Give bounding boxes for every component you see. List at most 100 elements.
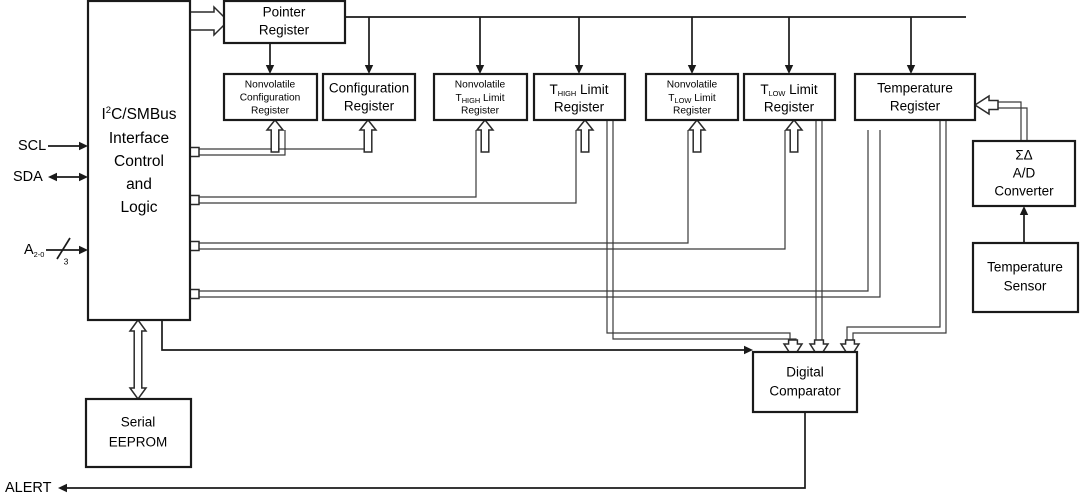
interface-label-line3: Control <box>114 153 164 170</box>
pointer-register-label-line1: Pointer <box>263 5 306 20</box>
serial-eeprom-label-line1: Serial <box>121 415 156 430</box>
digital-comparator-label-line1: Digital <box>786 365 824 380</box>
block-serial-eeprom[interactable]: Serial EEPROM <box>84 397 193 469</box>
block-thigh-limit-register[interactable]: THIGH Limit Register <box>532 72 627 122</box>
sda-arrow-right <box>79 172 88 182</box>
block-sigma-delta-adc[interactable]: ΣΔ A/D Converter <box>971 139 1077 208</box>
config-register-box <box>321 72 417 122</box>
bus-drop-tlow-arrow <box>784 65 794 74</box>
temperature-sensor-box <box>971 241 1080 314</box>
nv-tlow-register-box <box>644 72 740 122</box>
interface-label-line2: Interface <box>109 130 169 147</box>
thigh-to-comparator-b <box>612 120 797 344</box>
block-configuration-register[interactable]: Configuration Register <box>321 72 417 122</box>
temperature-register-label-line2: Register <box>890 99 941 114</box>
pin-label-address-bus-width: 3 <box>64 256 69 266</box>
block-pointer-register[interactable]: Pointer Register <box>222 0 347 45</box>
tlow-up-arrow <box>784 118 804 153</box>
return-bus-1-nvconfig <box>190 130 286 156</box>
pointer-to-nvconfig-arrowhead <box>265 65 275 74</box>
block-temperature-register[interactable]: Temperature Register <box>853 72 977 122</box>
nv-config-register-label-line1: Nonvolatile <box>245 80 296 91</box>
interface-to-comparator-line <box>161 320 745 351</box>
nv-tlow-register-label-line3: Register <box>673 106 712 117</box>
nv-config-register-label-line3: Register <box>251 106 290 117</box>
nvtlow-up-arrow <box>687 118 707 153</box>
interface-eeprom-bidir-arrow <box>128 318 148 401</box>
pointer-register-label-line2: Register <box>259 23 310 38</box>
block-temperature-sensor[interactable]: Temperature Sensor <box>971 241 1080 314</box>
comparator-input-left-arrow <box>782 339 804 360</box>
pin-label-address: A2-0 <box>24 242 44 259</box>
nv-thigh-register-label-line3: Register <box>461 106 500 117</box>
interface-to-pointer-arrow <box>189 5 230 37</box>
pin-labels: SCL SDA A2-0 3 ALERT <box>5 138 69 496</box>
block-tlow-limit-register[interactable]: TLOW Limit Register <box>742 72 837 122</box>
adc-label-line2: A/D <box>1013 166 1036 181</box>
adc-box <box>971 139 1077 208</box>
pointer-register-box <box>222 0 347 45</box>
return-bus-3-tlow <box>190 130 786 250</box>
return-bus-2-nvthigh <box>190 130 477 198</box>
adc-label-line3: Converter <box>994 184 1054 199</box>
pin-label-alert: ALERT <box>5 480 52 496</box>
connection-lines <box>46 5 1029 493</box>
nv-config-register-box <box>222 72 319 122</box>
return-bus-3-nvtlow <box>190 130 689 244</box>
return-bus-2-thigh <box>190 130 577 204</box>
return-bus-4-tempreg-a <box>190 130 869 292</box>
adc-to-tempreg-b <box>988 107 1028 141</box>
comparator-to-alert-arrow <box>58 483 67 493</box>
tempreg-to-comparator-a <box>846 120 941 344</box>
config-register-label-line1: Configuration <box>329 81 409 96</box>
block-i2c-smbus-interface[interactable]: I2C/SMBus Interface Control and Logic <box>86 0 192 322</box>
pin-label-sda: SDA <box>13 169 43 185</box>
tlow-register-label-line2: Register <box>764 100 815 115</box>
thigh-register-label-line2: Register <box>554 100 605 115</box>
digital-comparator-box <box>751 350 859 414</box>
thigh-register-label-line1: THIGH Limit <box>550 82 609 98</box>
nvthigh-up-arrow <box>475 118 495 153</box>
bus-drop-thigh-arrow <box>574 65 584 74</box>
temperature-register-label-line1: Temperature <box>877 81 953 96</box>
interface-label-line4: and <box>126 176 152 193</box>
thigh-to-comparator-a <box>606 120 791 344</box>
block-nonvolatile-tlow-limit-register[interactable]: Nonvolatile TLOW Limit Register <box>644 72 740 122</box>
digital-comparator-label-line2: Comparator <box>769 384 841 399</box>
nvconfig-up-arrow <box>265 118 285 153</box>
pointer-out-bus <box>344 16 966 21</box>
return-bus-1-config <box>190 130 371 150</box>
scl-arrow <box>79 141 88 151</box>
comparator-input-mid-arrow <box>808 339 830 360</box>
nv-thigh-register-box <box>432 72 529 122</box>
addr-bus-slash <box>56 237 71 260</box>
thigh-up-arrow <box>575 118 595 153</box>
nv-tlow-register-label-line1: Nonvolatile <box>667 80 718 91</box>
pin-label-scl: SCL <box>18 138 46 154</box>
config-register-label-line2: Register <box>344 99 395 114</box>
block-digital-comparator[interactable]: Digital Comparator <box>751 350 859 414</box>
config-up-arrow <box>358 118 378 153</box>
block-nonvolatile-configuration-register[interactable]: Nonvolatile Configuration Register <box>222 72 319 122</box>
bus-drop-tempreg-arrow <box>906 65 916 74</box>
comparator-to-alert-line <box>66 412 806 489</box>
interface-label-line5: Logic <box>120 199 157 216</box>
comparator-input-right-arrow <box>839 339 861 360</box>
serial-eeprom-label-line2: EEPROM <box>109 435 168 450</box>
interface-to-comparator-arrow <box>744 345 753 355</box>
adc-label-line1: ΣΔ <box>1015 148 1032 163</box>
nv-tlow-register-label-line2: TLOW Limit <box>668 93 716 105</box>
block-nonvolatile-thigh-limit-register[interactable]: Nonvolatile THIGH Limit Register <box>432 72 529 122</box>
temperature-sensor-label-line1: Temperature <box>987 260 1063 275</box>
temperature-register-box <box>853 72 977 122</box>
sda-arrow-left <box>48 172 57 182</box>
bus-drop-nvthigh-arrow <box>475 65 485 74</box>
nv-thigh-register-label-line2: THIGH Limit <box>455 93 504 105</box>
tlow-register-label-line1: TLOW Limit <box>760 82 818 98</box>
return-bus-4-tempreg-b <box>190 130 881 298</box>
interface-label-line1: I2C/SMBus <box>101 105 176 124</box>
bus-drop-config-arrow <box>364 65 374 74</box>
serial-eeprom-box <box>84 397 193 469</box>
nv-thigh-register-label-line1: Nonvolatile <box>455 80 506 91</box>
